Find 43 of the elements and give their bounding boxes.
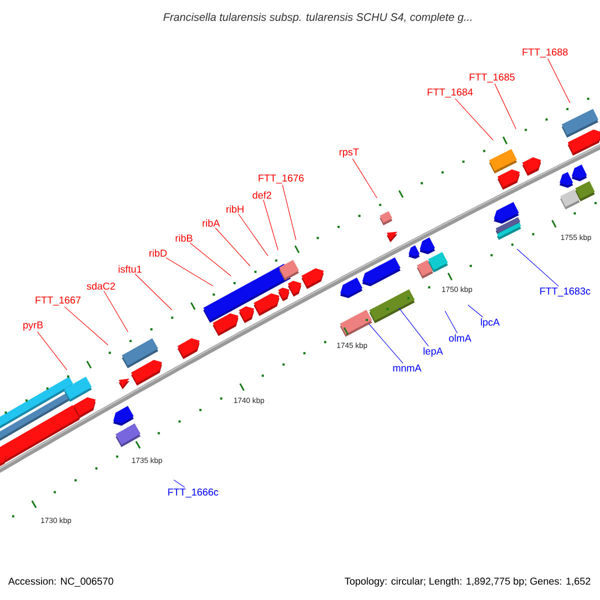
leader-line: [174, 480, 185, 488]
gene-label: ribB: [176, 234, 192, 242]
leader-line: [516, 248, 559, 287]
gene-label: ribD: [150, 249, 167, 257]
leader-line: [548, 58, 570, 104]
gene-label: FTT_1676: [258, 174, 304, 184]
footer-text: Topology: circular; Length: 1,892,775 bp; Genes: 1,652: [344, 577, 590, 587]
gene-label: rpsT: [340, 148, 359, 158]
leader-line: [368, 324, 404, 364]
gene-label: FTT_1684: [428, 88, 473, 98]
gene-label: ribH: [226, 205, 244, 213]
gene-label: FTT_1683c: [540, 288, 590, 296]
gene-label: lepA: [424, 347, 443, 357]
leader-line: [190, 242, 232, 276]
gene-label: mnmA: [393, 364, 422, 372]
leader-line: [166, 258, 214, 286]
gene-label: FTT_1667: [36, 296, 81, 306]
gene-label: lpcA: [480, 318, 500, 328]
gene-label: def2: [252, 191, 272, 199]
title: Francisella tularensis subsp. tularensis SCHU S4, complete g...: [163, 12, 472, 24]
leader-line: [494, 83, 516, 130]
leader-line: [468, 304, 484, 318]
gene-label: ribA: [202, 219, 220, 227]
gene-label: sdaC2: [86, 282, 115, 290]
leader-line: [134, 274, 172, 310]
gene-label: FTT_1666c: [168, 488, 218, 498]
gene-label: olmA: [449, 334, 472, 342]
leader-line: [37, 331, 68, 370]
leader-line: [352, 158, 378, 198]
gene-label: isftu1: [118, 265, 142, 273]
gene-label: FTT_1688: [522, 48, 568, 58]
gene-label: pyrB: [23, 322, 43, 330]
leader-line: [215, 228, 250, 266]
footer-text: Accession: NC_006570: [8, 577, 114, 587]
leader-line: [454, 98, 494, 140]
leader-line: [444, 310, 458, 334]
leader-line: [263, 200, 278, 250]
leader-line: [398, 308, 429, 346]
gene-label: FTT_1685: [470, 74, 515, 82]
leader-line: [64, 306, 108, 346]
leader-line: [282, 184, 296, 240]
leader-line: [104, 290, 128, 332]
leader-line: [238, 214, 268, 256]
